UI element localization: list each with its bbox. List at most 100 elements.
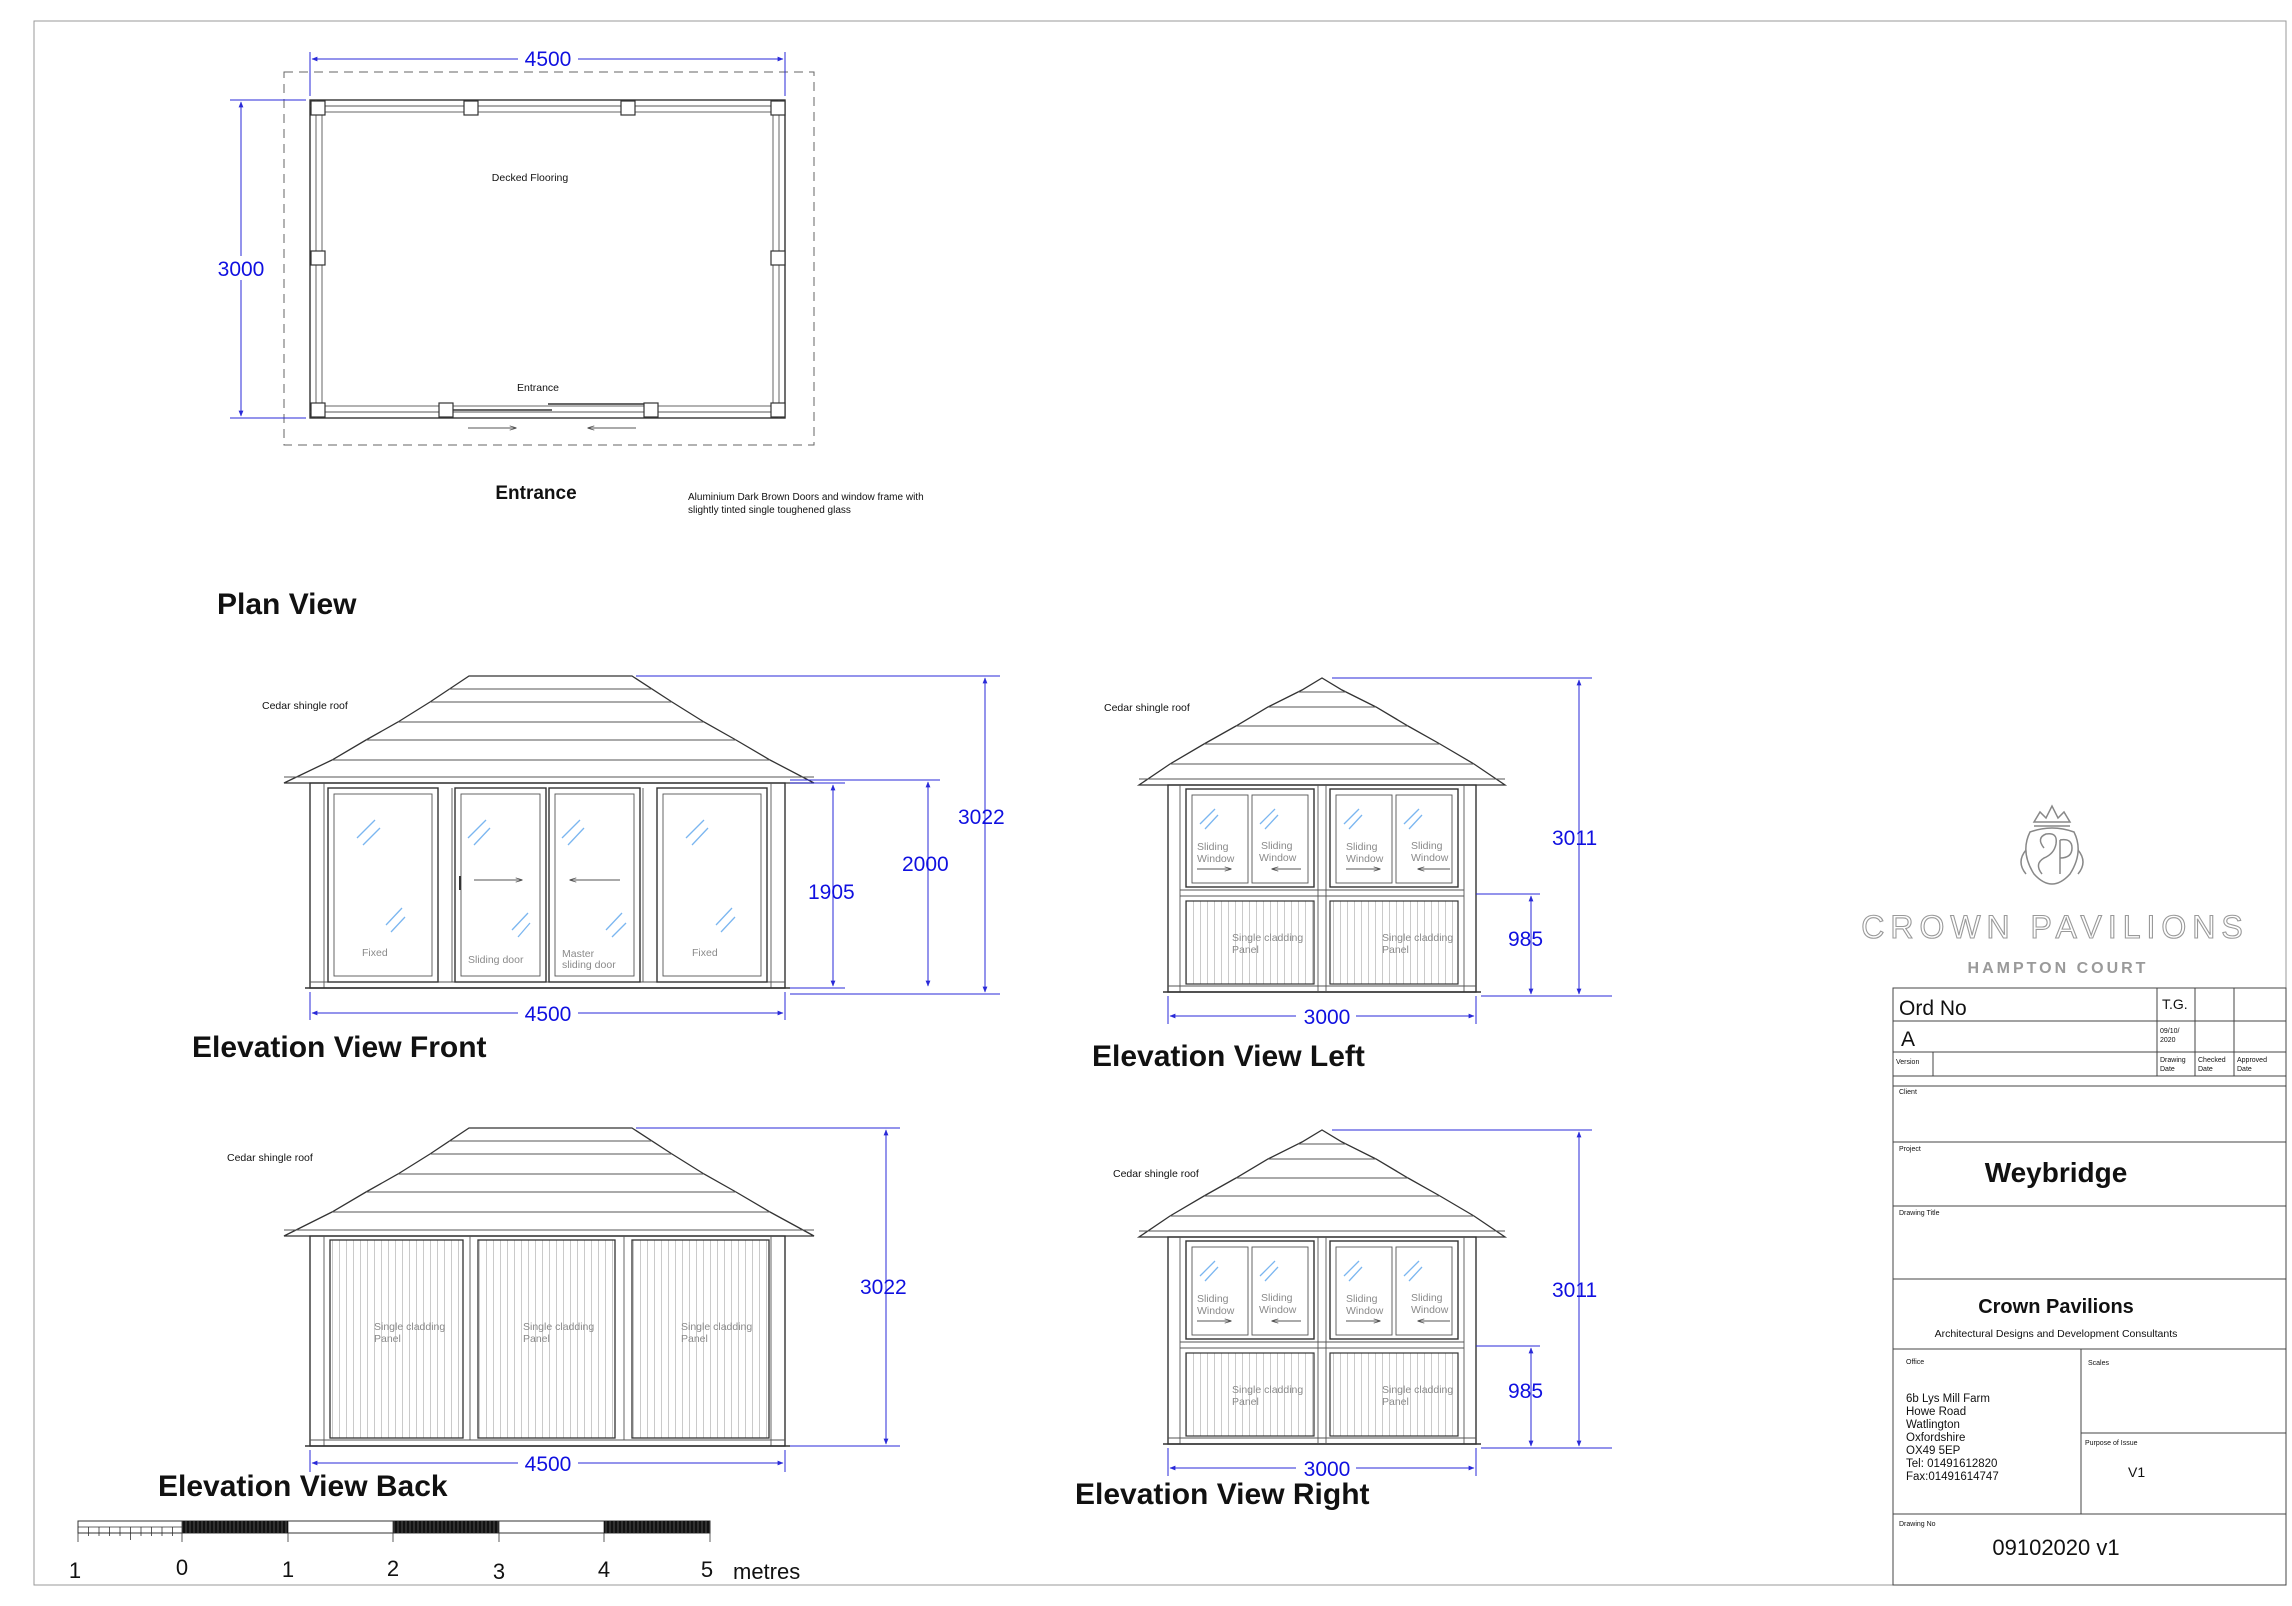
left-cladding-label-2a: Single cladding [1382, 932, 1453, 944]
tb-drawing-title-label: Drawing Title [1899, 1210, 1940, 1217]
left-window-label-1a: Sliding [1197, 841, 1229, 853]
back-view-title: Elevation View Back [158, 1470, 448, 1503]
tb-drawn-by: T.G. [2162, 996, 2188, 1012]
right-cladding-label-1b: Panel [1232, 1396, 1259, 1408]
left-cladding-label-2b: Panel [1382, 944, 1409, 956]
tb-company-tagline: Architectural Designs and Development Co… [1935, 1328, 2178, 1340]
left-cladding-label-1b: Panel [1232, 944, 1259, 956]
tb-date-value-2: 2020 [2160, 1037, 2176, 1044]
tb-approved-label-1: Approved [2237, 1057, 2267, 1064]
right-dim-lower: 985 [1508, 1380, 1543, 1403]
plan-inner-frame [321, 111, 774, 407]
right-roof-label: Cedar shingle roof [1113, 1168, 1199, 1180]
left-window-label-3a: Sliding [1346, 841, 1378, 853]
left-window-label-2a: Sliding [1261, 840, 1293, 852]
scale-label-3: 3 [493, 1559, 505, 1584]
front-panel-fixed-right: Fixed [692, 947, 718, 959]
right-dim-width: 3000 [1304, 1458, 1351, 1481]
back-roof [283, 1127, 815, 1237]
tb-date-value-1: 09/10/ [2160, 1028, 2180, 1035]
left-dim-lower: 985 [1508, 928, 1543, 951]
tb-ord-no: Ord No [1899, 997, 1967, 1020]
right-window-label-4b: Window [1411, 1304, 1449, 1316]
tb-office-line-1: 6b Lys Mill Farm [1906, 1393, 1990, 1405]
right-window-label-1a: Sliding [1197, 1293, 1229, 1305]
right-window-label-2b: Window [1259, 1304, 1297, 1316]
front-dim-width: 4500 [525, 1003, 572, 1026]
plan-view: Decked Flooring Entrance 4500 3000 Entra… [214, 47, 924, 621]
back-roof-label: Cedar shingle roof [227, 1152, 313, 1164]
right-dim-total: 3011 [1552, 1279, 1597, 1302]
back-cladding-label-3b: Panel [681, 1333, 708, 1345]
left-window-label-3b: Window [1346, 853, 1384, 865]
back-cladding-label-1a: Single cladding [374, 1321, 445, 1333]
left-dim-total: 3011 [1552, 827, 1597, 850]
plan-outer-frame [309, 99, 786, 419]
front-dim-eave: 2000 [902, 853, 949, 876]
front-roof [283, 675, 815, 784]
front-dim-total: 3022 [958, 806, 1005, 829]
tb-approved-label-2: Date [2237, 1066, 2252, 1073]
right-window-label-4a: Sliding [1411, 1292, 1443, 1304]
plan-entrance-label: Entrance [517, 382, 559, 394]
right-window-label-3b: Window [1346, 1305, 1384, 1317]
left-window-label-2b: Window [1259, 852, 1297, 864]
right-window-label-1b: Window [1197, 1305, 1235, 1317]
plan-entrance-caption: Entrance [495, 483, 576, 504]
left-window-label-1b: Window [1197, 853, 1235, 865]
tb-checked-label-2: Date [2198, 1066, 2213, 1073]
left-roof-label: Cedar shingle roof [1104, 702, 1190, 714]
tb-office-line-3: Watlington [1906, 1419, 1960, 1431]
title-block: Ord No T.G. A 09/10/ 2020 Version Drawin… [1892, 987, 2287, 1586]
tb-project-value: Weybridge [1985, 1157, 2128, 1188]
tb-client-label: Client [1899, 1089, 1917, 1096]
tb-office-label: Office [1906, 1359, 1924, 1366]
plan-dim-depth: 3000 [218, 258, 265, 281]
crest-icon [2020, 804, 2084, 885]
tb-drawing-label-2: Date [2160, 1066, 2175, 1073]
tb-office-line-4: Oxfordshire [1906, 1432, 1965, 1444]
plan-floor-label: Decked Flooring [492, 172, 569, 184]
elevation-right: Sliding Window Sliding Window Sliding Wi… [1075, 1129, 1612, 1511]
left-window-label-4b: Window [1411, 852, 1449, 864]
crown-pavilions-logo: CROWN PAVILIONS HAMPTON COURT [1861, 804, 2249, 977]
elevation-back: Single cladding Panel Single cladding Pa… [158, 1127, 907, 1503]
right-cladding-label-2b: Panel [1382, 1396, 1409, 1408]
tb-purpose-label: Purpose of Issue [2085, 1440, 2138, 1447]
left-cladding-label-1a: Single cladding [1232, 932, 1303, 944]
scale-label-4: 4 [598, 1557, 610, 1582]
front-dim-door: 1905 [808, 881, 855, 904]
tb-office-line-7: Fax:01491614747 [1906, 1471, 1999, 1483]
plan-view-title: Plan View [217, 588, 357, 621]
logo-name: CROWN PAVILIONS [1861, 909, 2249, 945]
back-dim-total: 3022 [860, 1276, 907, 1299]
scale-label-5: 5 [701, 1557, 713, 1582]
back-cladding-label-2a: Single cladding [523, 1321, 594, 1333]
left-view-title: Elevation View Left [1092, 1040, 1365, 1073]
front-panel-fixed-left: Fixed [362, 947, 388, 959]
scale-unit: metres [733, 1559, 800, 1584]
front-view-title: Elevation View Front [192, 1031, 487, 1064]
back-cladding-label-1b: Panel [374, 1333, 401, 1345]
scale-label-1: 1 [282, 1557, 294, 1582]
plan-posts [310, 100, 786, 418]
tb-project-label: Project [1899, 1146, 1921, 1153]
right-roof [1136, 1129, 1508, 1238]
tb-version-label: Version [1896, 1059, 1919, 1066]
left-roof [1136, 677, 1508, 786]
plan-note-line2: slightly tinted single toughened glass [688, 505, 851, 516]
scale-label-neg1: 1 [69, 1558, 81, 1583]
back-cladding-label-3a: Single cladding [681, 1321, 752, 1333]
right-view-title: Elevation View Right [1075, 1478, 1370, 1511]
tb-scales-label: Scales [2088, 1360, 2110, 1367]
front-panel-sliding: Sliding door [468, 954, 524, 966]
back-cladding-label-2b: Panel [523, 1333, 550, 1345]
scale-label-2: 2 [387, 1556, 399, 1581]
scale-bar: 1 0 1 2 3 4 5 metres [69, 1520, 800, 1584]
scale-label-0: 0 [176, 1555, 188, 1580]
right-cladding-label-2a: Single cladding [1382, 1384, 1453, 1396]
tb-drawing-no-value: 09102020 v1 [1992, 1535, 2119, 1560]
back-dim-width: 4500 [525, 1453, 572, 1476]
front-panel-master-2: sliding door [562, 959, 616, 971]
tb-purpose-value: V1 [2128, 1464, 2145, 1480]
